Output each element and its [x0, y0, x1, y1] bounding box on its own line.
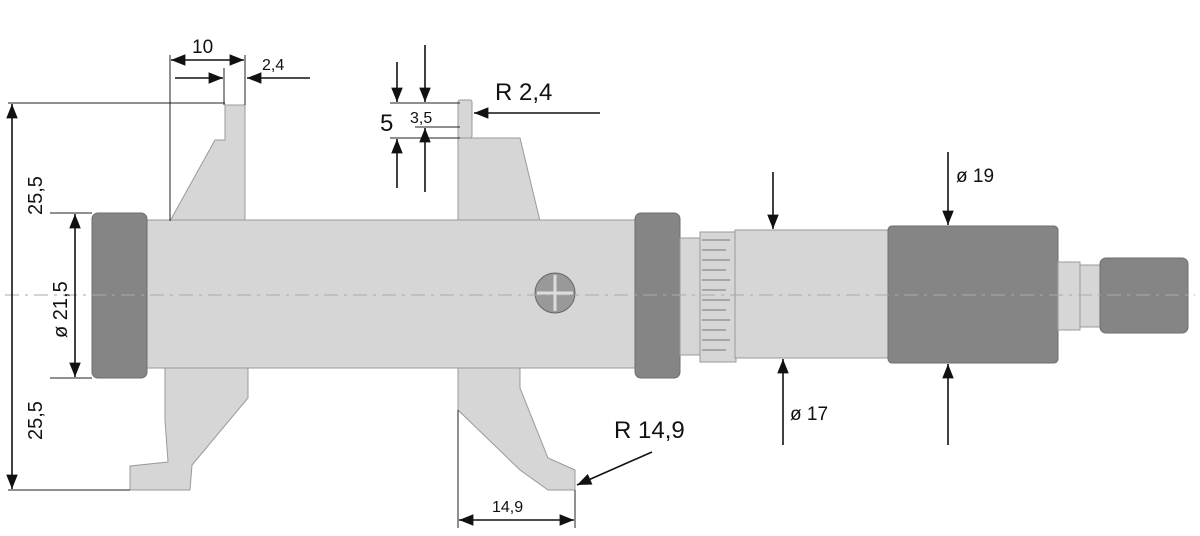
dimension-arrows	[6, 45, 954, 526]
thimble-diameter-label: ø 17	[790, 404, 828, 425]
neck	[679, 237, 703, 356]
tip-radius-label: R 2,4	[495, 79, 552, 106]
body-diameter-label: ø 21,5	[50, 281, 72, 338]
jaw-width-label: 10	[192, 37, 213, 58]
foot-radius-label: R 14,9	[614, 417, 685, 444]
knurl-lines	[702, 239, 730, 351]
spindle-neck-1	[1057, 261, 1081, 331]
extension-lines	[8, 55, 576, 528]
lock-screw-icon	[534, 272, 576, 314]
foot-width-label: 14,9	[492, 499, 523, 516]
thimble	[734, 229, 891, 359]
lower-left-jaw	[129, 366, 249, 491]
spindle-neck-2	[1079, 264, 1103, 328]
upper-right-jaw-tip	[457, 99, 473, 139]
upper-height-label: 25,5	[25, 176, 47, 215]
lower-right-jaw	[457, 366, 576, 491]
jaw-tip-width-label: 2,4	[262, 57, 284, 74]
lower-height-label: 25,5	[25, 401, 47, 440]
upper-right-jaw	[457, 137, 541, 222]
upper-left-jaw	[169, 104, 246, 222]
knurled-sleeve	[699, 231, 737, 363]
tip-height-outer-label: 5	[380, 110, 393, 137]
tip-height-inner-label: 3,5	[410, 110, 432, 127]
drum-diameter-label: ø 19	[956, 166, 994, 187]
